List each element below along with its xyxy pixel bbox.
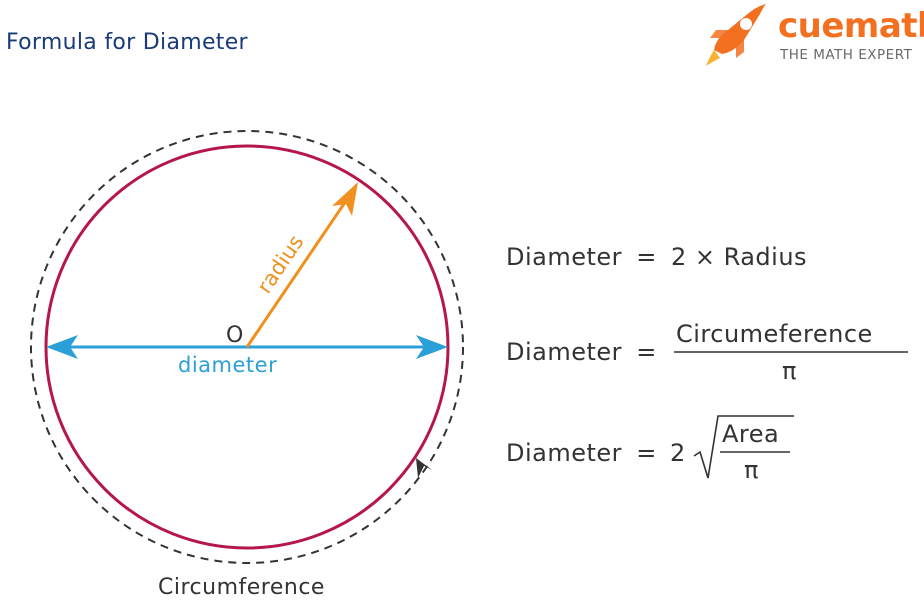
formula3-denominator: π — [744, 456, 759, 484]
brand-name-part1: cue — [778, 6, 844, 46]
radius-label: radius — [252, 231, 308, 298]
formula3-lhs: Diameter — [506, 439, 623, 467]
center-label: O — [226, 323, 243, 348]
formula3-equals: = — [636, 439, 657, 467]
circumference-direction-arrow — [416, 458, 432, 478]
formula2-numerator: Circumeference — [676, 320, 873, 348]
formula1-rhs: 2 × Radius — [670, 243, 808, 271]
diameter-arrowhead-left — [46, 335, 78, 359]
radius-arrowhead — [332, 182, 358, 216]
brand-logo: cuemath THE MATH EXPERT — [700, 0, 924, 76]
formula3-coefficient: 2 — [670, 439, 686, 467]
circumference-dashed-circle — [30, 130, 464, 564]
formula3-sqrt-symbol — [693, 415, 794, 479]
formula-diameter-area: Diameter = — [506, 439, 663, 467]
brand-name: cuemath — [778, 6, 924, 46]
formula1-lhs: Diameter — [506, 243, 623, 271]
circumference-label: Circumference — [158, 575, 325, 600]
rocket-icon — [706, 4, 766, 66]
formula-diameter-radius: Diameter = 2 × Radius — [506, 243, 807, 271]
brand-tagline: THE MATH EXPERT — [780, 47, 913, 63]
diameter-label: diameter — [178, 353, 277, 377]
formula1-equals: = — [636, 243, 657, 271]
formula2-denominator: π — [782, 357, 797, 385]
formula-diameter-circumference: Diameter = — [506, 338, 663, 366]
formula2-equals: = — [636, 338, 657, 366]
page-title: Formula for Diameter — [6, 30, 248, 55]
formula3-numerator: Area — [722, 420, 780, 448]
formula2-lhs: Diameter — [506, 338, 623, 366]
radius-line — [245, 191, 354, 348]
brand-name-part2: math — [843, 6, 924, 46]
diameter-arrowhead-right — [416, 335, 448, 359]
